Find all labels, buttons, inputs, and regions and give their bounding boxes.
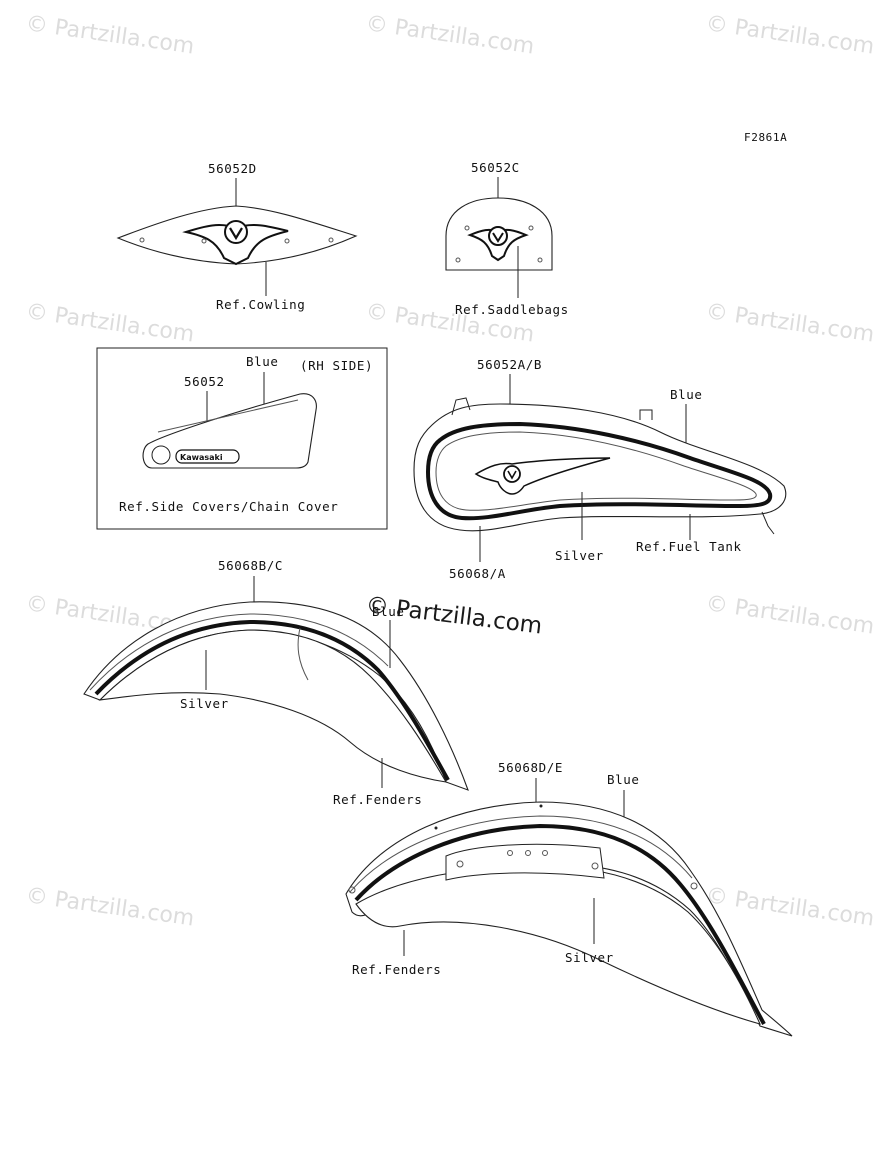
rear-fender-plate-window [445, 843, 605, 881]
side-cover-ref: Ref.Side Covers/Chain Cover [119, 499, 338, 514]
fuel-tank-group: 56052A/B Blue Silver Ref.Fuel Tank 56068… [413, 357, 787, 581]
front-fender-stripe [94, 619, 450, 781]
watermark: © Partzilla.com [24, 883, 196, 931]
front-fender-color-mid: Silver [180, 696, 229, 711]
fuel-tank-color-mid: Silver [555, 548, 604, 563]
fuel-tank-stripe [425, 421, 773, 521]
fuel-tank-stripe-part-number: 56068/A [449, 566, 506, 581]
fuel-tank-body [413, 403, 787, 532]
fuel-tank-color-top: Blue [670, 387, 703, 402]
v-logo-icon [503, 465, 521, 483]
v-logo-icon [224, 220, 248, 244]
rear-fender-ref: Ref.Fenders [352, 962, 441, 977]
watermark: © Partzilla.com [704, 591, 876, 639]
watermark: © Partzilla.com [704, 299, 876, 347]
saddlebag-emblem-group: 56052C Ref.Saddlebags [445, 160, 569, 317]
rear-fender-group: 56068D/E Blue Silver Ref.Fenders [345, 760, 793, 1037]
main-watermark: © Partzilla.com [364, 592, 543, 639]
watermark: © Partzilla.com [364, 11, 536, 59]
v-logo-icon [488, 226, 508, 246]
front-fender-group: 56068B/C Blue Silver Ref.Fenders [83, 558, 469, 807]
rear-fender-color-mid: Silver [565, 950, 614, 965]
watermark: © Partzilla.com [704, 11, 876, 59]
watermark: © Partzilla.com [24, 299, 196, 347]
fuel-tank-ref: Ref.Fuel Tank [636, 539, 742, 554]
side-cover-color: Blue [246, 354, 279, 369]
cowling-emblem-group: 56052D Ref.Cowling [116, 161, 358, 312]
side-cover-group: Blue (RH SIDE) 56052 Kawasaki Ref.Side C… [96, 347, 388, 530]
cowling-emblem-wing [182, 223, 289, 266]
rear-fender-part-number: 56068D/E [498, 760, 563, 775]
rear-fender-stripe [354, 823, 766, 1025]
saddlebag-ref: Ref.Saddlebags [455, 302, 569, 317]
side-cover-hole [151, 445, 171, 465]
cowling-ref: Ref.Cowling [216, 297, 305, 312]
rear-fender-color-top: Blue [607, 772, 640, 787]
front-fender-part-number: 56068B/C [218, 558, 283, 573]
front-fender-ref: Ref.Fenders [333, 792, 422, 807]
kawasaki-badge [175, 449, 240, 464]
side-cover-part-number: 56052 [184, 374, 225, 389]
fuel-tank-emblem-part-number: 56052A/B [477, 357, 542, 372]
front-fender-color-top: Blue [372, 604, 405, 619]
watermark: © Partzilla.com [704, 883, 876, 931]
saddlebag-part-number: 56052C [471, 160, 520, 175]
front-fender-skirt [98, 629, 448, 783]
side-cover-frame [96, 347, 388, 530]
watermark: © Partzilla.com [24, 11, 196, 59]
figure-code: F2861A [744, 131, 787, 144]
cowling-part-number: 56052D [208, 161, 257, 176]
kawasaki-badge-text: Kawasaki [180, 453, 223, 462]
side-cover-side: (RH SIDE) [300, 358, 373, 373]
